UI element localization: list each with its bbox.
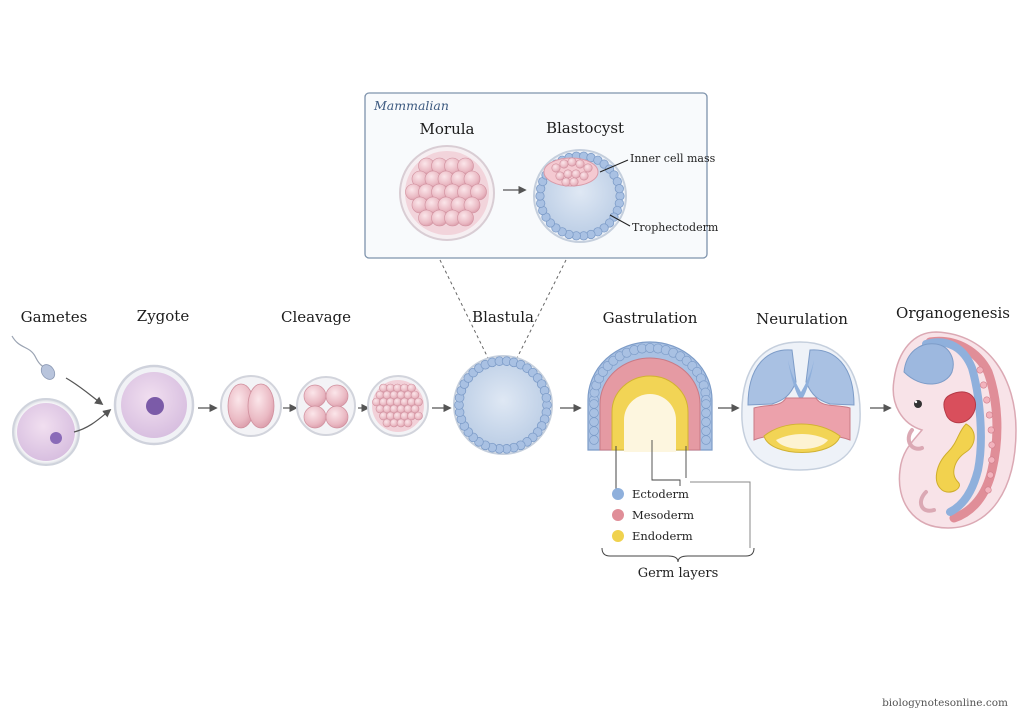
blastula-illustration: [453, 355, 553, 455]
inner-cell: [583, 163, 593, 173]
blastomere: [403, 418, 413, 428]
germ-layer-pointers: [615, 440, 751, 548]
blastocyst-label: Blastocyst: [546, 119, 624, 137]
trophectoderm-pointer: [609, 214, 631, 227]
somite: [976, 366, 984, 374]
zoom-line-left: [439, 259, 489, 359]
mammalian-inset-panel: Mammalian Morula Blastocyst Inner cell m…: [364, 92, 719, 259]
sperm-head: [40, 364, 56, 380]
inner-cell-mass-label: Inner cell mass: [630, 152, 716, 165]
epithelial-cell: [614, 184, 624, 194]
inner-cell-mass-pointer: [599, 159, 629, 173]
embryo-heart: [943, 391, 976, 424]
germ-layers-caption: Germ layers: [638, 566, 719, 581]
legend-label-endoderm: Endoderm: [632, 529, 693, 543]
egg-cell: [17, 403, 75, 461]
inner-cell: [567, 157, 577, 167]
blastomere: [410, 390, 420, 400]
cleavage-morula: [367, 375, 429, 437]
zygote-label: Zygote: [137, 307, 190, 325]
blastomere: [410, 404, 420, 414]
neurulation-label: Neurulation: [756, 310, 848, 328]
sperm-tail: [11, 335, 47, 369]
legend-label-ectoderm: Ectoderm: [632, 487, 689, 501]
ectoderm-cell: [589, 408, 599, 418]
somite: [985, 411, 993, 419]
ectoderm-cell: [701, 417, 711, 427]
somite: [983, 396, 991, 404]
epithelial-cell: [541, 392, 552, 403]
inner-cell: [559, 159, 569, 169]
germ-layers-bracket: [601, 547, 755, 563]
ectoderm-cell: [701, 408, 711, 418]
ectoderm-cell: [701, 426, 711, 436]
organogenesis-embryo-illustration: [892, 331, 1017, 529]
somite: [980, 381, 988, 389]
blastomere: [414, 397, 423, 407]
inner-cell: [579, 171, 589, 181]
ectoderm-cell: [701, 435, 711, 445]
blastocyst-illustration: [533, 149, 627, 243]
inner-cell: [575, 159, 585, 169]
organogenesis-label: Organogenesis: [896, 304, 1010, 322]
inset-title: Mammalian: [373, 98, 449, 113]
legend-swatch-mesoderm: [612, 509, 624, 521]
ectoderm-cell: [589, 399, 599, 409]
embryo-gut: [935, 423, 975, 493]
ectoderm-cell: [589, 417, 599, 427]
somite: [984, 486, 992, 494]
legend-swatch-endoderm: [612, 530, 624, 542]
inner-cell: [561, 177, 571, 187]
inner-cell: [551, 163, 561, 173]
somite: [986, 471, 994, 479]
somite: [987, 426, 995, 434]
gastrulation-label: Gastrulation: [603, 309, 698, 327]
blastomere: [407, 383, 416, 393]
gastrula-archenteron: [624, 394, 676, 452]
neurula-illustration: [741, 341, 861, 471]
somite: [988, 456, 996, 464]
egg-to-zygote-arrow: [73, 408, 112, 433]
legend-label-mesoderm: Mesoderm: [632, 508, 694, 522]
ectoderm-cell: [589, 426, 599, 436]
sperm-to-zygote-arrow: [65, 377, 104, 406]
inner-cell: [571, 169, 581, 179]
trophectoderm-label: Trophectoderm: [632, 221, 719, 234]
blastomere: [414, 411, 423, 421]
zoom-line-right: [516, 259, 567, 359]
ectoderm-cell: [589, 435, 599, 445]
legend-swatch-ectoderm: [612, 488, 624, 500]
morula-illustration: [399, 145, 495, 241]
cleavage-2-cell: [220, 375, 282, 437]
inner-cell: [563, 169, 573, 179]
gametes-label: Gametes: [21, 308, 88, 326]
blastula-label: Blastula: [472, 308, 534, 326]
zygote-illustration: [113, 364, 195, 446]
egg-nucleus: [50, 432, 62, 444]
gastrula-illustration: [587, 341, 713, 452]
zygote-nucleus: [146, 397, 164, 415]
inner-cell: [569, 177, 579, 187]
cleavage-4-cell: [296, 376, 356, 436]
morula-label: Morula: [420, 120, 475, 138]
somite: [988, 441, 996, 449]
gametes-illustration: [11, 335, 112, 466]
ectoderm-cell: [701, 399, 711, 409]
germ-layer-legend: Ectoderm Mesoderm Endoderm Germ layers: [601, 487, 755, 581]
blastomere: [457, 209, 474, 227]
cleavage-label: Cleavage: [281, 308, 351, 326]
watermark: biologynotesonline.com: [882, 697, 1008, 709]
